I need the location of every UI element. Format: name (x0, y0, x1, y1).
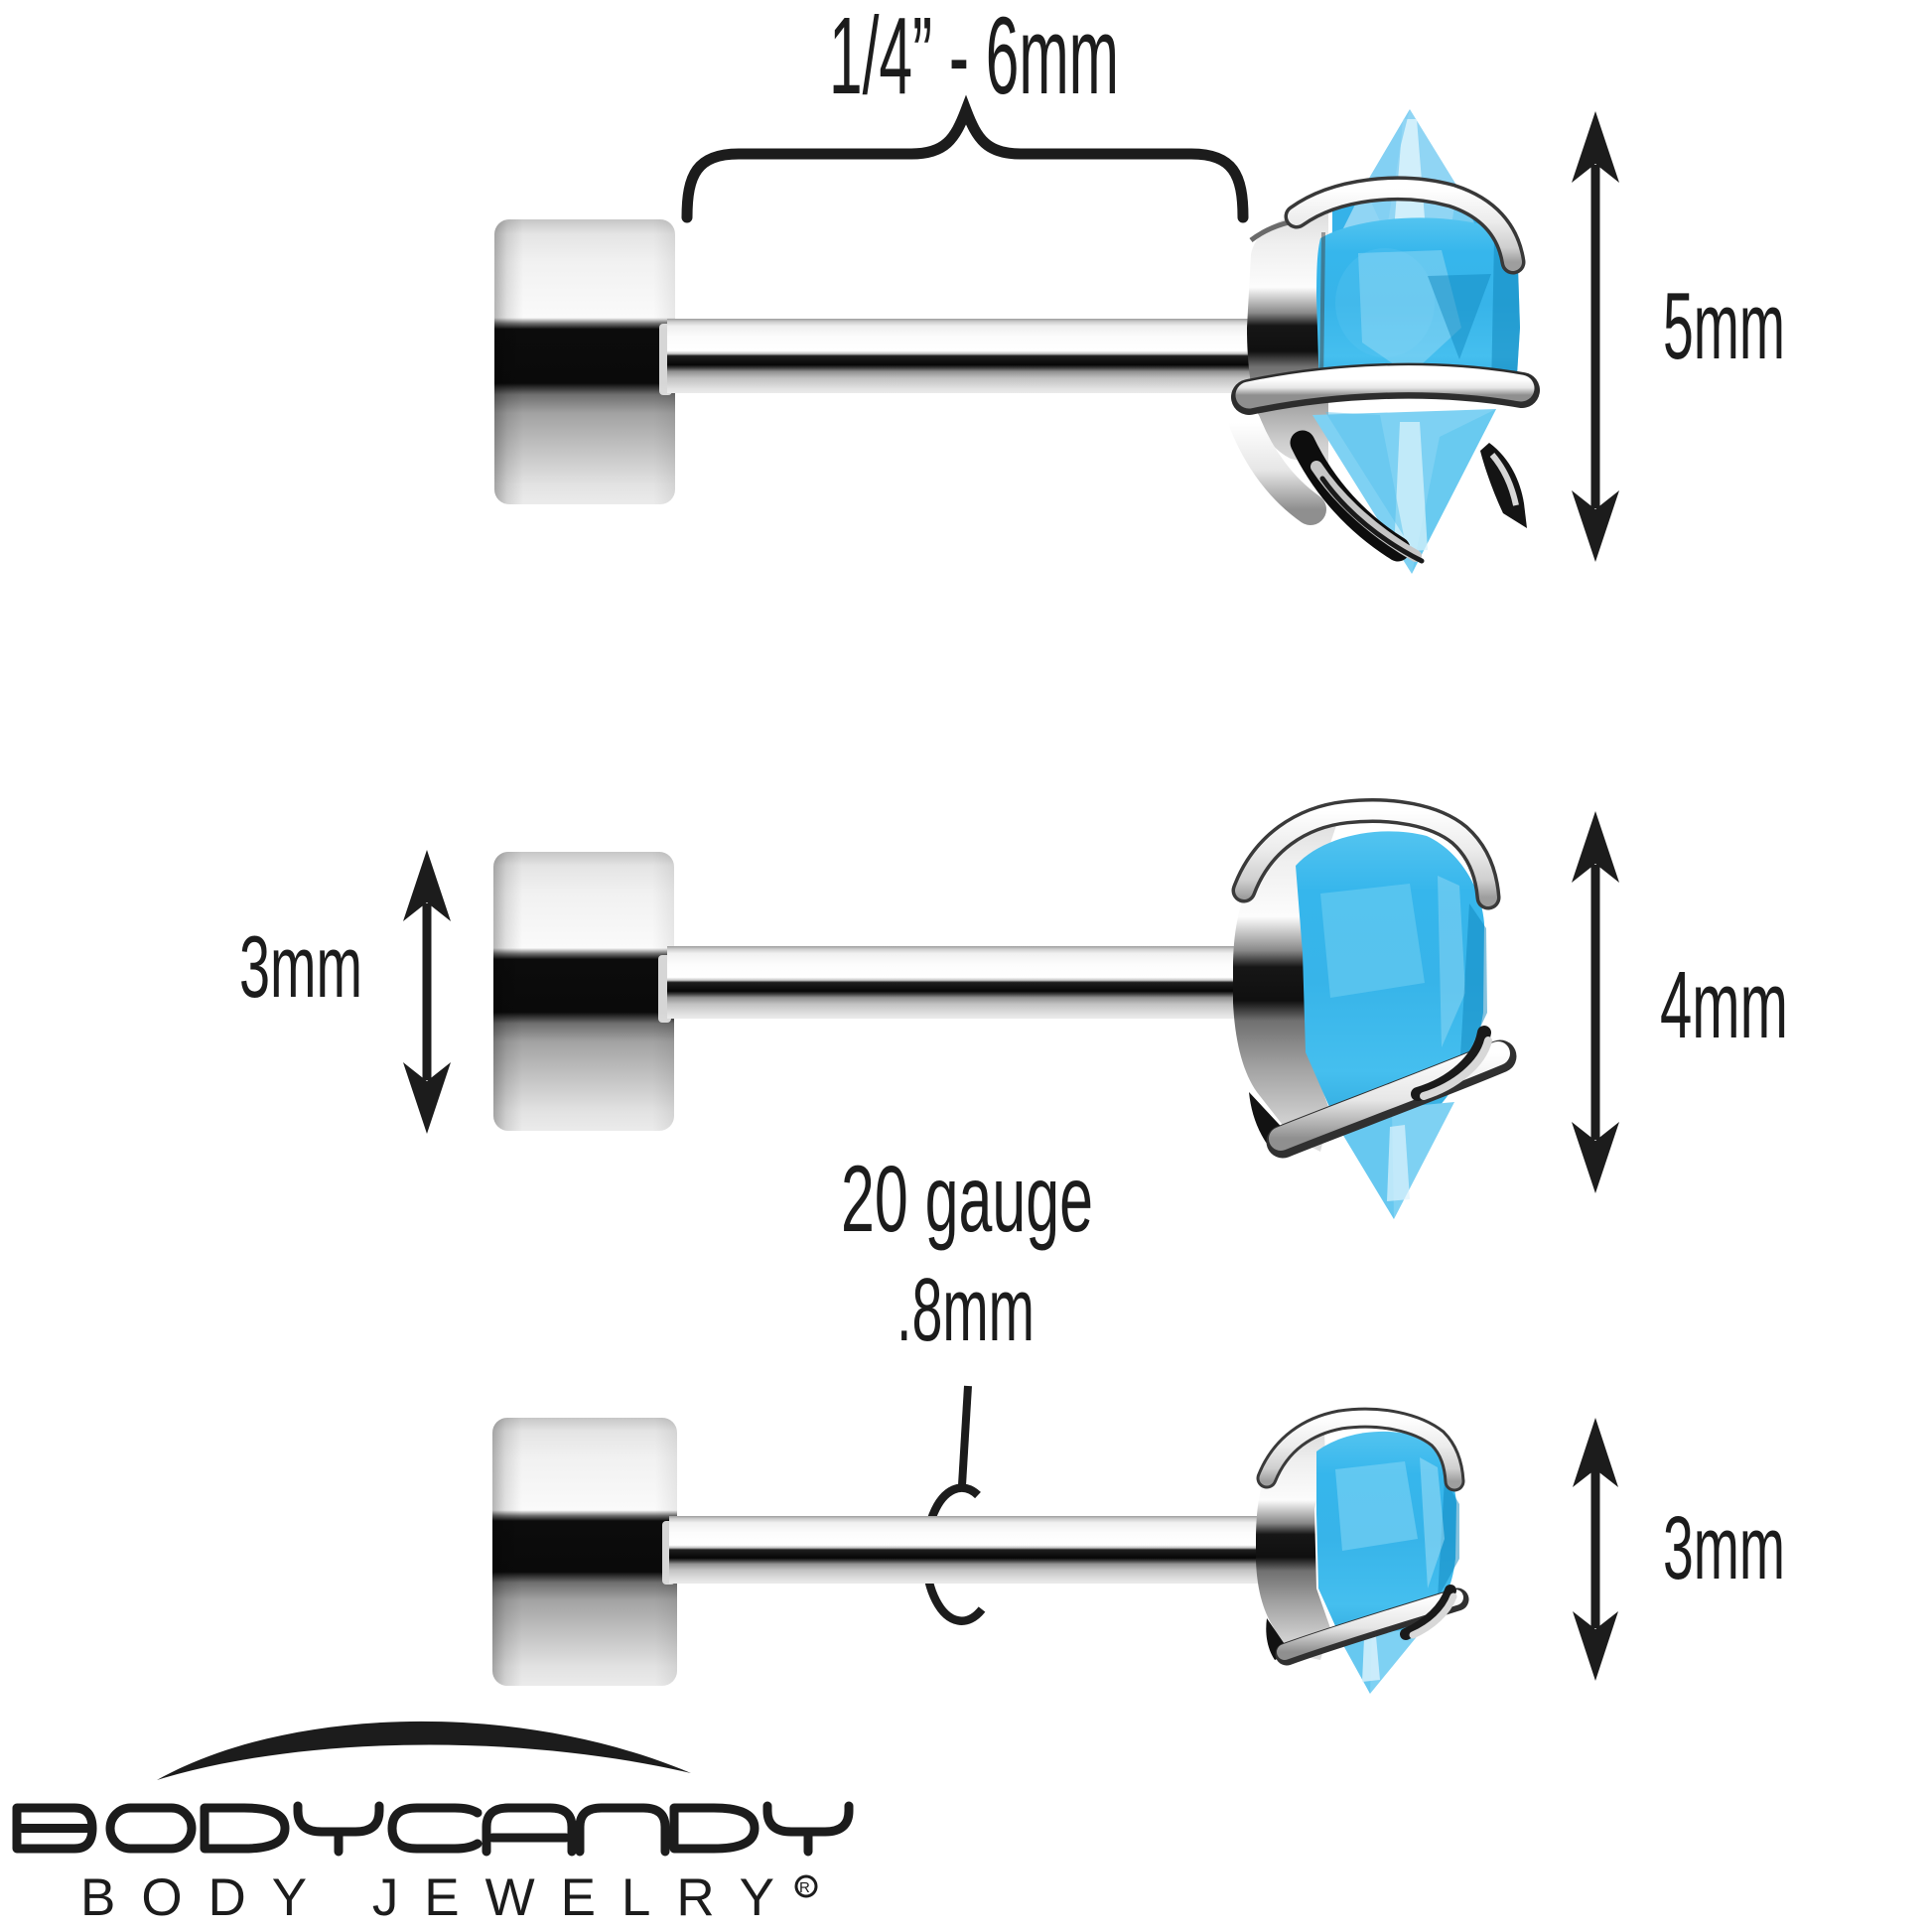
svg-text:1/4” - 6mm: 1/4” - 6mm (829, 0, 1119, 117)
svg-text:3mm: 3mm (239, 917, 362, 1016)
svg-text:R: R (799, 1879, 810, 1896)
svg-text:20 gauge: 20 gauge (841, 1147, 1093, 1252)
svg-text:5mm: 5mm (1663, 273, 1785, 379)
svg-text:4mm: 4mm (1660, 952, 1788, 1058)
svg-text:.8mm: .8mm (897, 1261, 1035, 1360)
svg-text:3mm: 3mm (1663, 1499, 1785, 1598)
